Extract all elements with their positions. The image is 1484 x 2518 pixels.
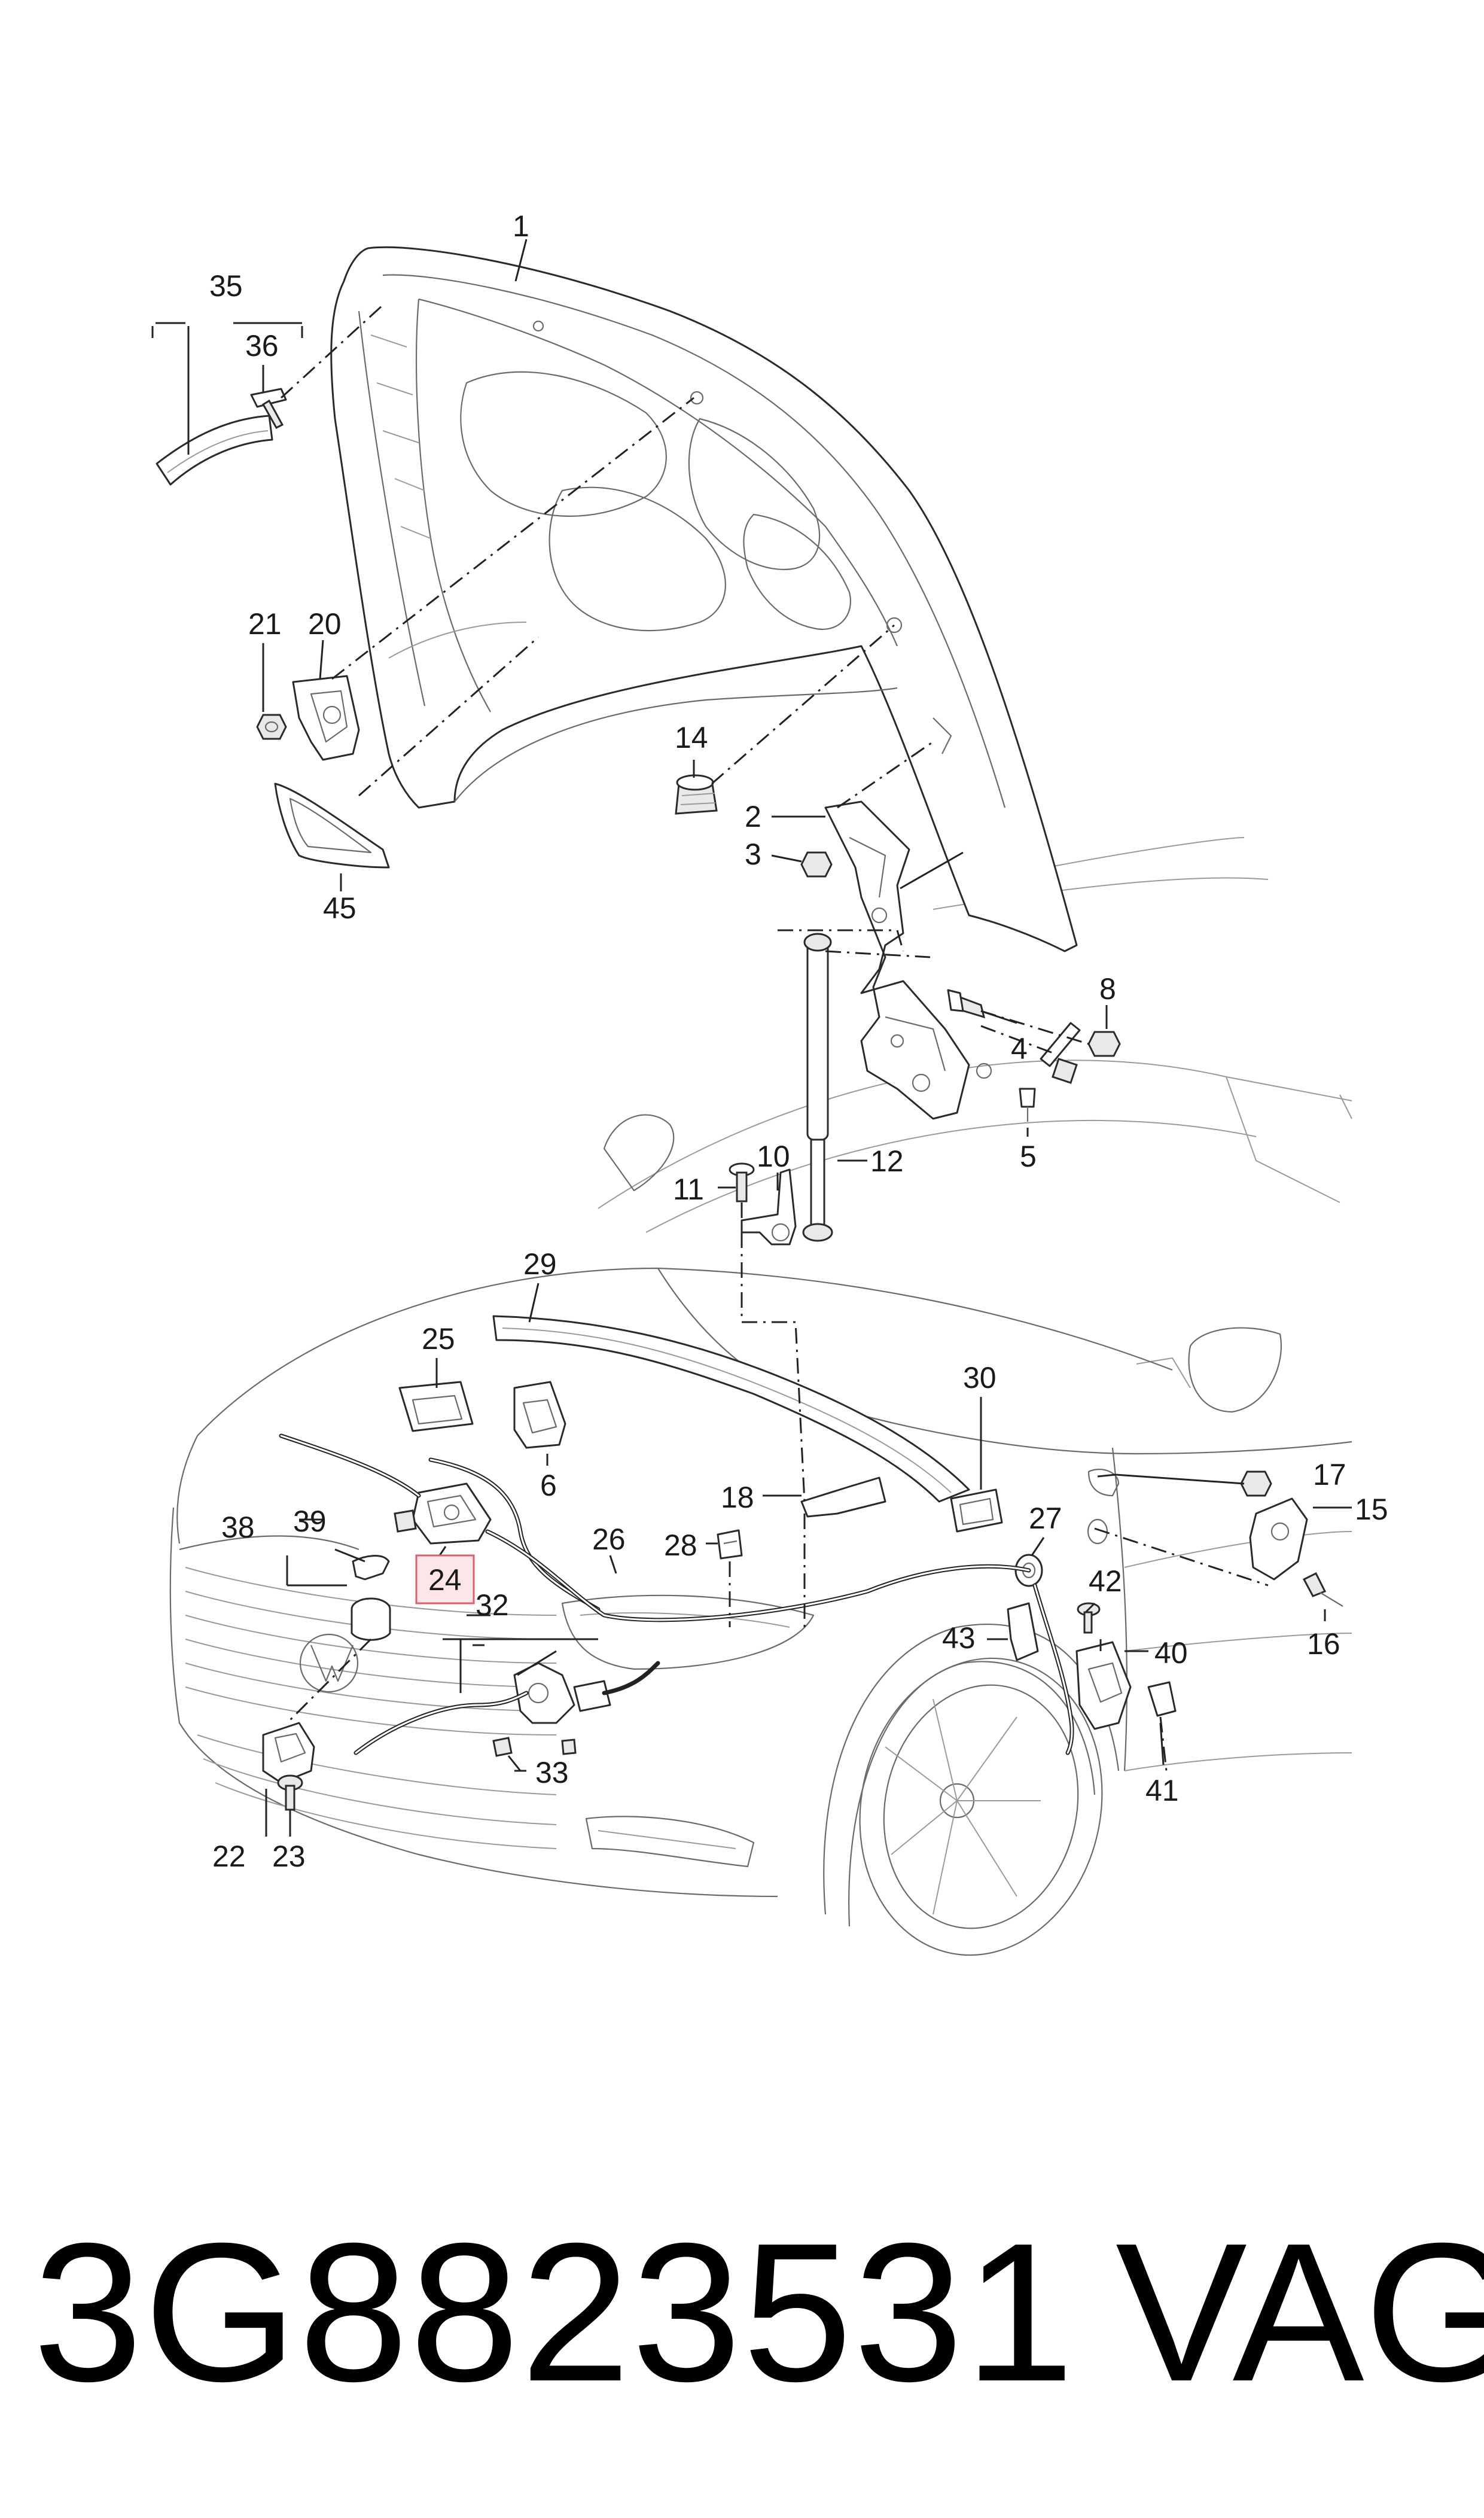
lower-lock	[262, 1722, 315, 1784]
callout-11: 11	[673, 1173, 704, 1206]
hood-panel	[330, 246, 1078, 952]
callout-35: 35	[209, 269, 243, 303]
retaining-clip	[250, 388, 287, 429]
callout-17: 17	[1313, 1458, 1346, 1491]
leader-lines	[151, 239, 1352, 1837]
rubber-buffer	[675, 774, 718, 815]
highlight-box-24	[415, 1554, 475, 1604]
assembly-lines	[280, 304, 1269, 1771]
callout-42: 42	[1089, 1564, 1122, 1598]
callout-24: 24	[428, 1563, 462, 1597]
release-handle	[1075, 1641, 1132, 1730]
hood-seal-strip	[156, 415, 273, 486]
callout-10: 10	[757, 1140, 790, 1173]
actuator-bolts	[492, 1737, 577, 1757]
callout-30: 30	[963, 1361, 997, 1395]
hood-hinge	[824, 800, 992, 1120]
callout-2: 2	[745, 800, 761, 833]
gas-strut	[802, 933, 833, 1242]
brand-name: VAG	[1116, 2202, 1484, 2422]
part-number: 3G8823531	[33, 2202, 1075, 2422]
callout-23: 23	[272, 1840, 306, 1873]
hex-nut-21	[256, 714, 287, 740]
bracket-bolt	[729, 1162, 755, 1202]
callout-39: 39	[293, 1505, 327, 1538]
callout-8: 8	[1099, 972, 1116, 1006]
callout-43: 43	[942, 1621, 976, 1655]
strut-bracket	[741, 1168, 797, 1246]
callout-16: 16	[1307, 1627, 1340, 1661]
cable-holder	[1007, 1602, 1039, 1661]
hex-nut-8	[1087, 1031, 1121, 1057]
callout-15: 15	[1355, 1493, 1388, 1526]
hex-nut-3	[800, 851, 833, 878]
callout-26: 26	[592, 1523, 626, 1556]
callout-18: 18	[721, 1481, 754, 1514]
mounting-plate	[398, 1381, 474, 1432]
holder-bolt	[1077, 1602, 1101, 1634]
callout-41: 41	[1145, 1774, 1179, 1807]
rubber-pad	[274, 783, 390, 869]
air-guide	[950, 1488, 1003, 1533]
side-bracket	[1249, 1497, 1308, 1581]
lock-housing	[351, 1597, 391, 1641]
cable-clip	[717, 1529, 743, 1560]
callout-25: 25	[422, 1322, 455, 1356]
callout-38: 38	[221, 1511, 255, 1544]
callout-14: 14	[675, 721, 708, 754]
lock-bracket	[513, 1381, 566, 1449]
hex-nut-17	[1240, 1470, 1272, 1497]
callout-29: 29	[523, 1247, 557, 1281]
callout-4: 4	[1011, 1032, 1028, 1065]
callout-1: 1	[513, 209, 529, 243]
lock-striker	[292, 675, 360, 761]
callout-5: 5	[1020, 1140, 1037, 1173]
hood-lock	[394, 1482, 492, 1545]
callout-32: 32	[476, 1588, 509, 1622]
bracket-screw	[1302, 1572, 1343, 1607]
car-body-outline	[169, 837, 1352, 1956]
callout-12: 12	[870, 1144, 904, 1178]
callout-21: 21	[248, 607, 282, 641]
callout-labels: 1 2 3 4 5 6 8 10 11 12 14 15 16 17 18 20…	[209, 209, 1388, 1873]
callout-3: 3	[745, 838, 761, 871]
callout-28: 28	[664, 1529, 697, 1562]
callout-20: 20	[308, 607, 342, 641]
bowden-cables	[279, 1433, 1074, 1755]
callout-22: 22	[212, 1840, 246, 1873]
callout-33: 33	[535, 1756, 569, 1789]
trim-cover	[800, 1476, 886, 1518]
hood-front-seal	[492, 1315, 970, 1503]
callout-45: 45	[323, 891, 356, 925]
callout-27: 27	[1029, 1502, 1062, 1535]
handle-clip	[1147, 1681, 1177, 1717]
callout-6: 6	[540, 1469, 557, 1502]
release-actuator	[513, 1662, 611, 1724]
callout-36: 36	[245, 329, 279, 363]
hinge-bolt	[947, 989, 986, 1019]
callout-40: 40	[1154, 1636, 1188, 1670]
